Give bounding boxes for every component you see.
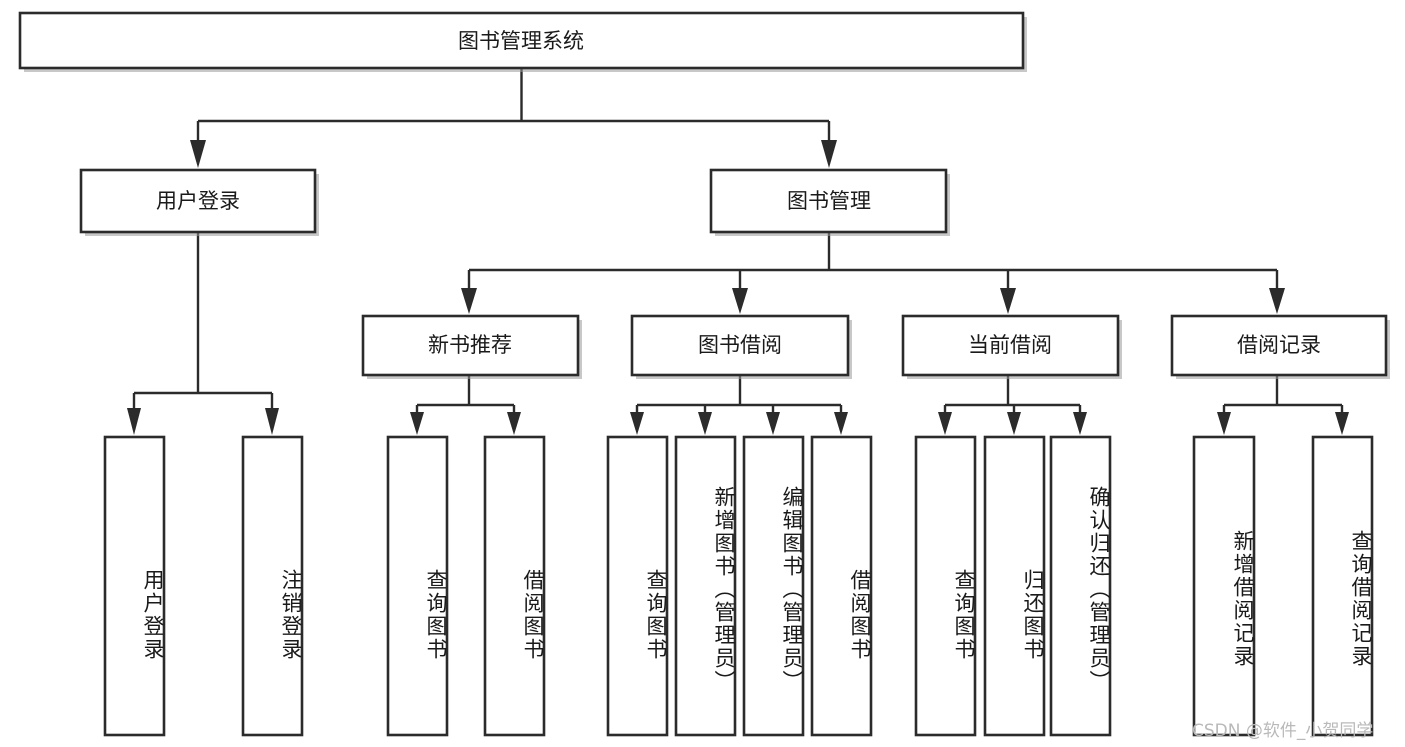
leaf-box-query-book-cur[interactable] bbox=[914, 435, 977, 737]
connector-group-root bbox=[190, 68, 837, 168]
arrow-head-leaf-add-record bbox=[1217, 412, 1231, 435]
connector-group-book-borrow bbox=[630, 375, 848, 435]
node-user-login-label: 用户登录 bbox=[156, 189, 240, 213]
arrow-head-book-borrow bbox=[732, 288, 748, 314]
arrow-head-leaf-confirm-return bbox=[1073, 412, 1087, 435]
node-user-login-rect[interactable] bbox=[79, 168, 317, 234]
leaf-box-borrow-book[interactable] bbox=[810, 435, 873, 737]
arrow-head-leaf-borrow-book bbox=[834, 412, 848, 435]
node-user-login[interactable]: 用户登录 bbox=[79, 168, 319, 236]
node-root[interactable]: 图书管理系统 bbox=[18, 11, 1027, 72]
node-new-book-rec[interactable]: 新书推荐 bbox=[361, 314, 582, 379]
node-book-manage[interactable]: 图书管理 bbox=[709, 168, 950, 236]
arrow-head-borrow-record bbox=[1269, 288, 1285, 314]
node-borrow-record[interactable]: 借阅记录 bbox=[1170, 314, 1390, 379]
node-root-label: 图书管理系统 bbox=[458, 29, 584, 53]
leaf-box-edit-book[interactable] bbox=[742, 435, 805, 737]
connector-group-new-book-rec bbox=[410, 375, 521, 435]
watermark-text: CSDN @软件_小贺同学 bbox=[1192, 721, 1374, 741]
node-new-book-rec-rect[interactable] bbox=[361, 314, 580, 377]
arrow-head-user-login bbox=[190, 140, 206, 168]
node-current-borrow-rect[interactable] bbox=[901, 314, 1120, 377]
node-new-book-rec-label: 新书推荐 bbox=[428, 333, 512, 357]
leaf-box-user-login[interactable] bbox=[103, 435, 166, 737]
leaf-box-confirm-return[interactable] bbox=[1049, 435, 1112, 737]
node-borrow-record-label: 借阅记录 bbox=[1237, 333, 1321, 357]
leaf-box-query-record[interactable] bbox=[1311, 435, 1374, 737]
leaf-box-query-book-borrow[interactable] bbox=[606, 435, 669, 737]
node-book-borrow-rect[interactable] bbox=[630, 314, 850, 377]
arrow-head-leaf-query-book-borrow bbox=[630, 412, 644, 435]
leaf-box-add-record[interactable] bbox=[1192, 435, 1256, 737]
node-root-rect[interactable] bbox=[18, 11, 1025, 70]
node-current-borrow[interactable]: 当前借阅 bbox=[901, 314, 1122, 379]
node-book-manage-rect[interactable] bbox=[709, 168, 948, 234]
arrow-head-new-book-rec bbox=[461, 288, 477, 314]
arrow-head-leaf-add-book bbox=[698, 412, 712, 435]
arrow-head-book-manage bbox=[821, 140, 837, 168]
leaf-box-borrow-book-rec[interactable] bbox=[483, 435, 546, 737]
leaf-box-add-book[interactable] bbox=[674, 435, 737, 737]
arrow-head-leaf-return-book bbox=[1007, 412, 1021, 435]
node-book-borrow[interactable]: 图书借阅 bbox=[630, 314, 852, 379]
arrow-head-leaf-borrow-book-rec bbox=[507, 412, 521, 435]
connector-group-current-borrow bbox=[938, 375, 1087, 435]
arrow-head-leaf-logout bbox=[265, 408, 279, 435]
arrow-head-leaf-query-record bbox=[1335, 412, 1349, 435]
connector-group-user-login bbox=[127, 232, 279, 435]
connector-group-borrow-record bbox=[1217, 375, 1349, 435]
leaf-boxes-group bbox=[103, 435, 1374, 737]
node-book-borrow-label: 图书借阅 bbox=[698, 333, 782, 357]
arrow-head-leaf-user-login bbox=[127, 408, 141, 435]
node-book-manage-label: 图书管理 bbox=[787, 189, 871, 213]
connector-group-book-manage bbox=[461, 232, 1285, 314]
node-borrow-record-rect[interactable] bbox=[1170, 314, 1388, 377]
leaf-box-logout[interactable] bbox=[241, 435, 304, 737]
leaf-box-query-book-rec[interactable] bbox=[386, 435, 449, 737]
arrow-head-leaf-edit-book bbox=[766, 412, 780, 435]
arrow-head-current-borrow bbox=[1000, 288, 1016, 314]
arrow-head-leaf-query-book-rec bbox=[410, 412, 424, 435]
node-current-borrow-label: 当前借阅 bbox=[968, 333, 1052, 357]
arrow-head-leaf-query-book-cur bbox=[938, 412, 952, 435]
leaf-box-return-book[interactable] bbox=[983, 435, 1046, 737]
